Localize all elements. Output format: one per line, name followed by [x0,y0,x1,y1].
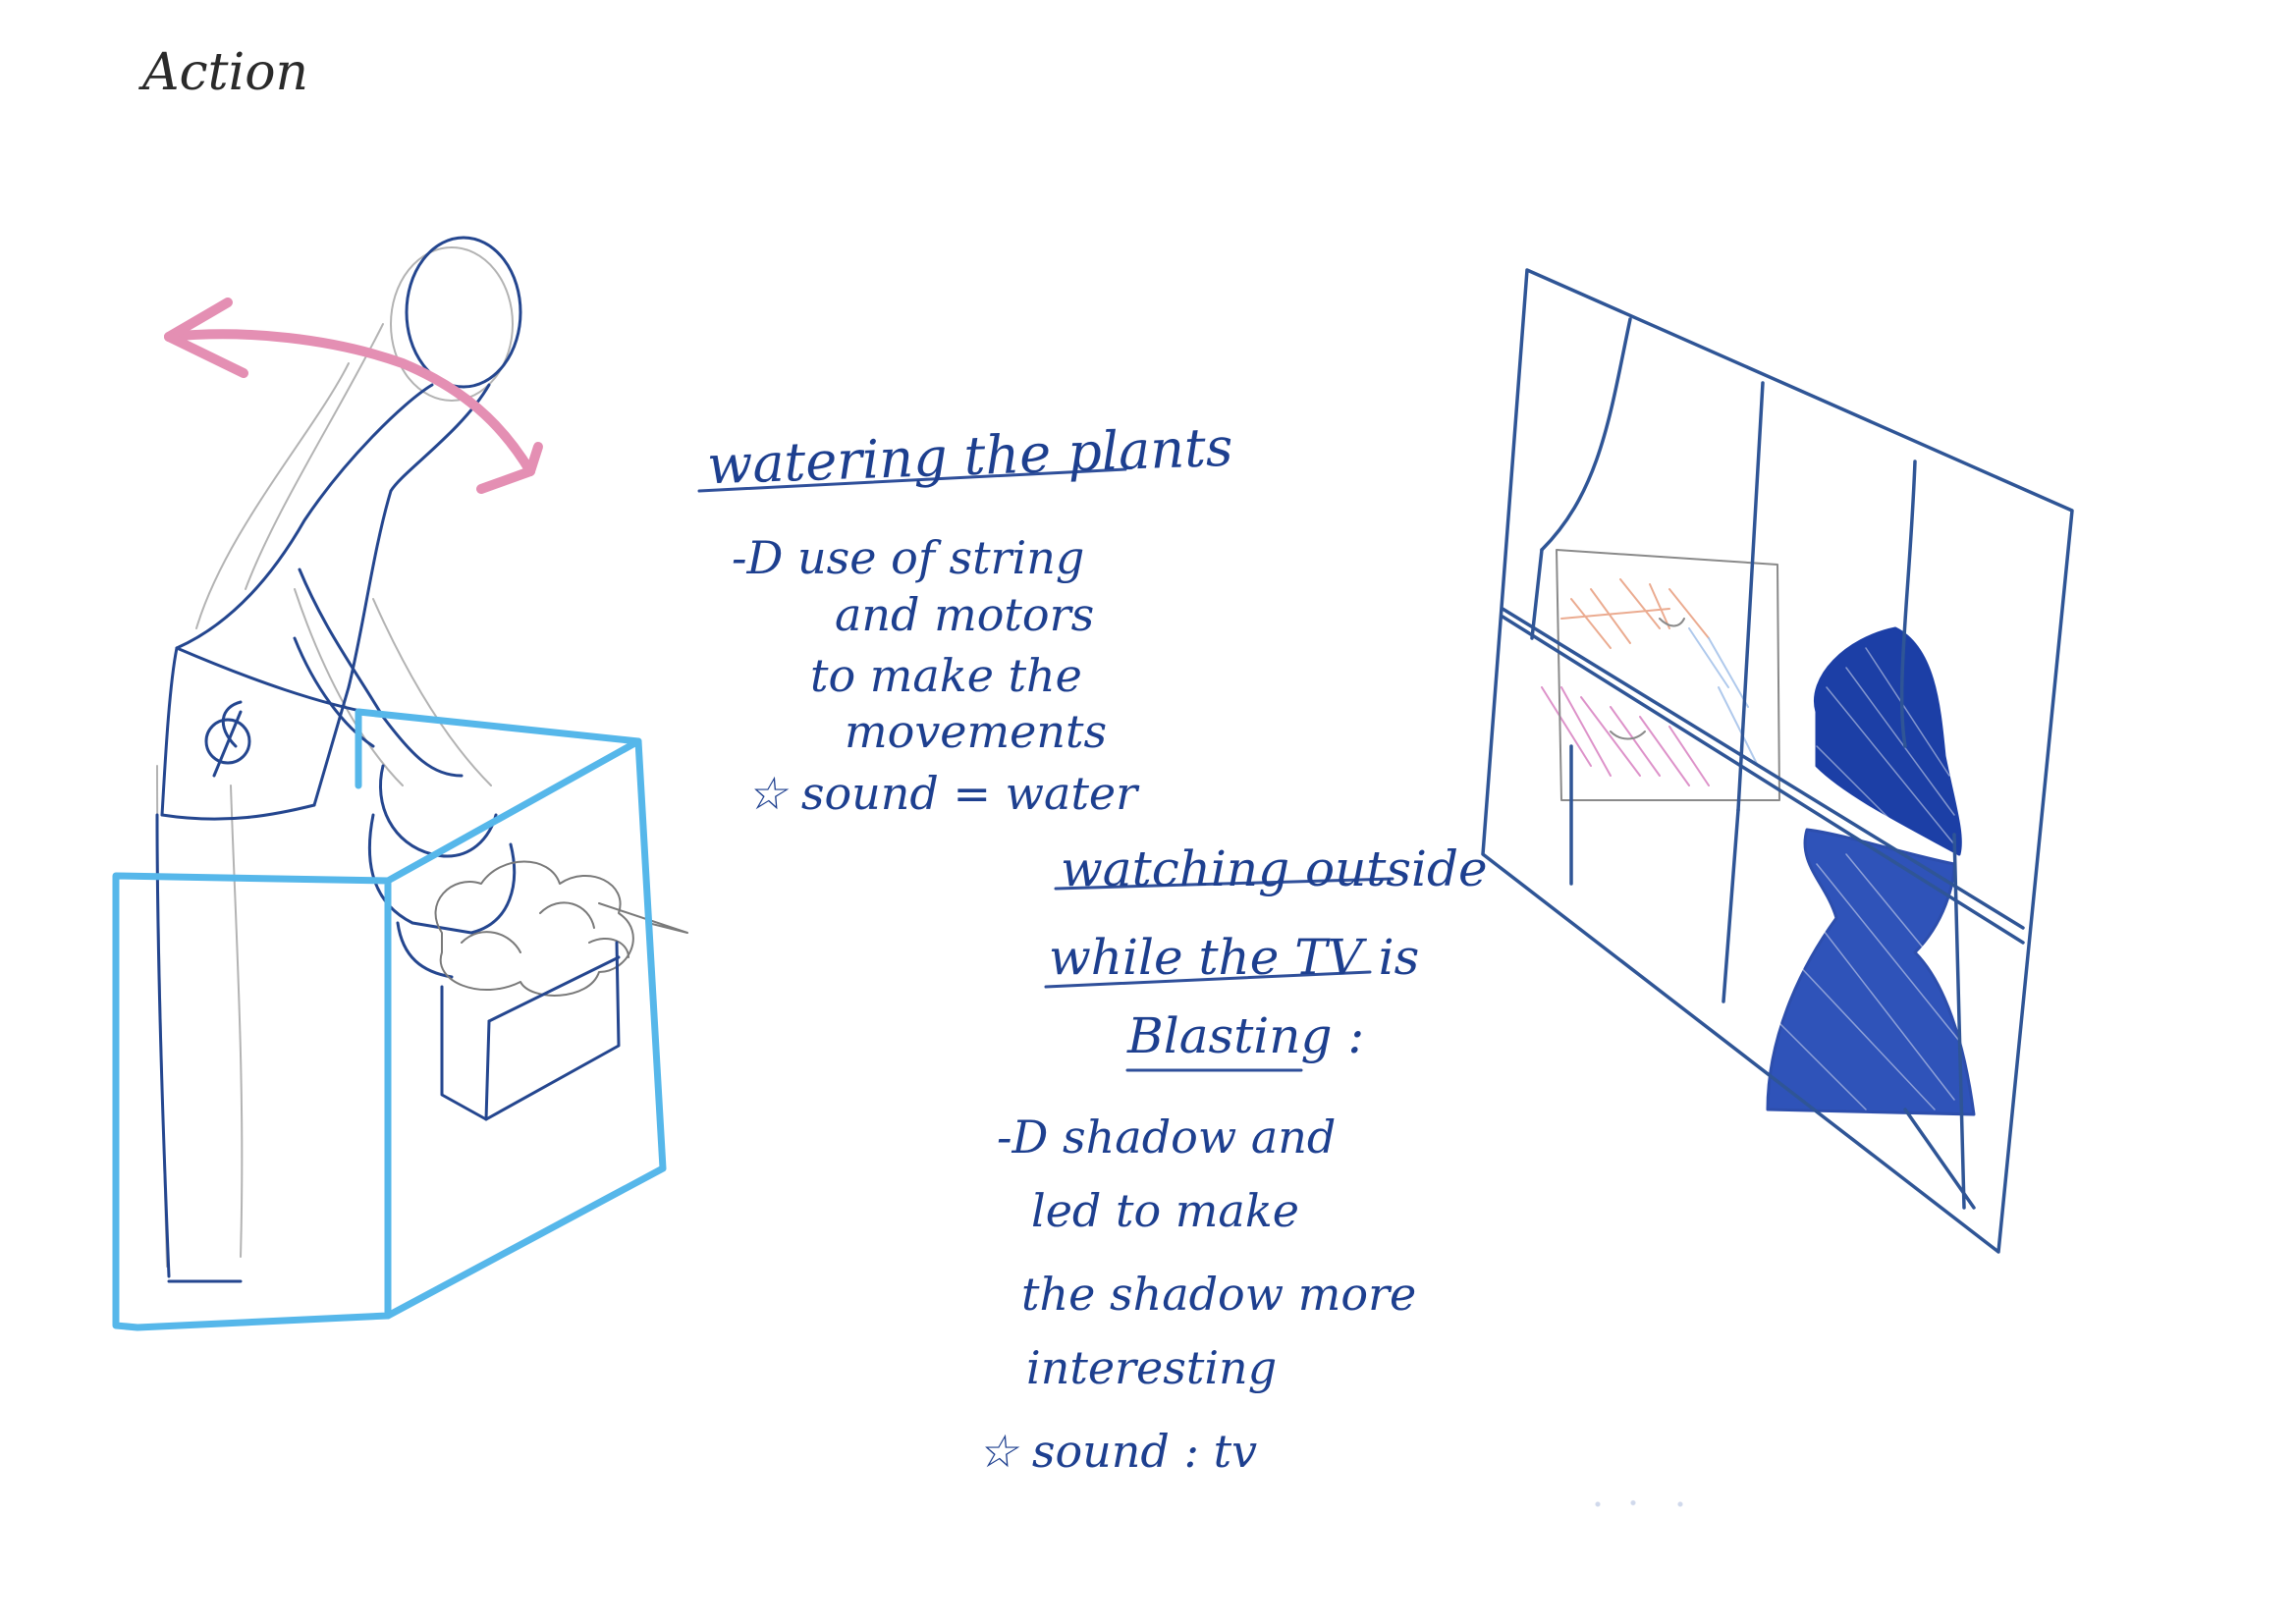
watering-line-2: and motors [835,588,1095,641]
watching-line-3: the shadow more [1021,1268,1417,1321]
watching-line-1: -D shadow and [997,1110,1337,1164]
silhouette-upper [1814,626,1962,856]
watching-heading-line-2: while the TV is [1049,929,1420,986]
watching-heading-line-1: watching outside [1061,840,1488,897]
watching-line-5: ☆ sound : tv [977,1425,1258,1478]
rotation-arrow-icon [164,298,543,494]
watching-line-2: led to make [1031,1184,1299,1237]
paper-specks [1586,1497,1704,1511]
watering-line-5: ☆ sound = water [746,767,1138,820]
figure-sketch-icon [155,236,688,1283]
watering-line-3: to make the [810,649,1082,702]
note-underlines [697,467,1394,1072]
watering-line-4: movements [845,705,1108,758]
watching-line-4: interesting [1026,1341,1278,1394]
watching-heading-line-3: Blasting : [1127,1007,1365,1064]
cyan-box-icon [112,708,667,1331]
watering-line-1: -D use of string [732,531,1085,584]
silhouette-lower [1766,828,1976,1116]
page-title: Action [142,43,308,102]
window-sketch-icon [1481,268,2074,1254]
